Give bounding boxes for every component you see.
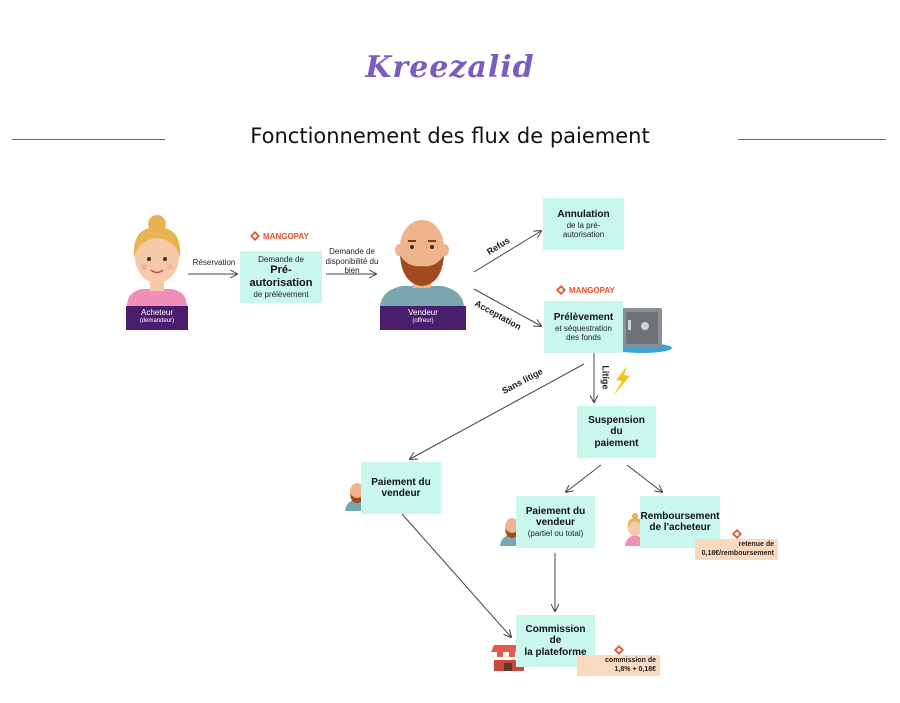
edge-label-litige: Litige <box>600 365 611 390</box>
logo: Kreezalid <box>365 50 535 85</box>
arrow-vendeur-to-commission <box>401 513 511 637</box>
box-paiement-partiel: Paiement du vendeur (partiel ou total) <box>516 496 595 548</box>
mangopay-icon <box>613 645 624 655</box>
box-annulation: Annulation de la pré-autorisation <box>543 198 624 250</box>
arrow-to-remboursement <box>626 464 662 492</box>
box-prelevement: Prélèvement et séquestration des fonds <box>544 301 623 353</box>
page-title: Fonctionnement des flux de paiement <box>250 124 650 148</box>
box-pre-autorisation: Demande de Pré-autorisation de prélèveme… <box>240 251 322 303</box>
arrow-acceptation <box>473 288 541 326</box>
mangopay-brand-1: MANGOPAY <box>250 231 309 241</box>
fee-commission: commission de 1,8% + 0,18€ <box>577 645 660 676</box>
fee-remboursement: retenue de 0,18€/remboursement <box>695 529 778 560</box>
seller-avatar <box>380 220 464 306</box>
box-paiement-vendeur: Paiement du vendeur <box>361 462 441 514</box>
box-commission: Commission de la plateforme <box>516 615 595 667</box>
lightning-icon <box>613 366 630 396</box>
seller-tag: Vendeur (offreur) <box>380 306 466 330</box>
left-divider <box>12 139 165 140</box>
edge-label-reservation: Réservation <box>192 258 236 267</box>
mangopay-icon <box>556 285 566 295</box>
edge-label-disponibilite: Demande de disponibilité du bien <box>325 247 379 276</box>
arrow-to-paiement-partiel <box>566 464 602 492</box>
arrow-refus <box>473 231 541 273</box>
buyer-avatar <box>127 215 187 306</box>
safe-icon <box>612 308 672 353</box>
mangopay-icon <box>731 529 742 539</box>
box-suspension: Suspension du paiement <box>577 406 656 458</box>
buyer-tag: Acheteur (demandeur) <box>126 306 188 330</box>
arrow-sans-litige <box>410 363 585 459</box>
mangopay-icon <box>250 231 260 241</box>
mangopay-brand-2: MANGOPAY <box>556 285 615 295</box>
right-divider <box>738 139 886 140</box>
